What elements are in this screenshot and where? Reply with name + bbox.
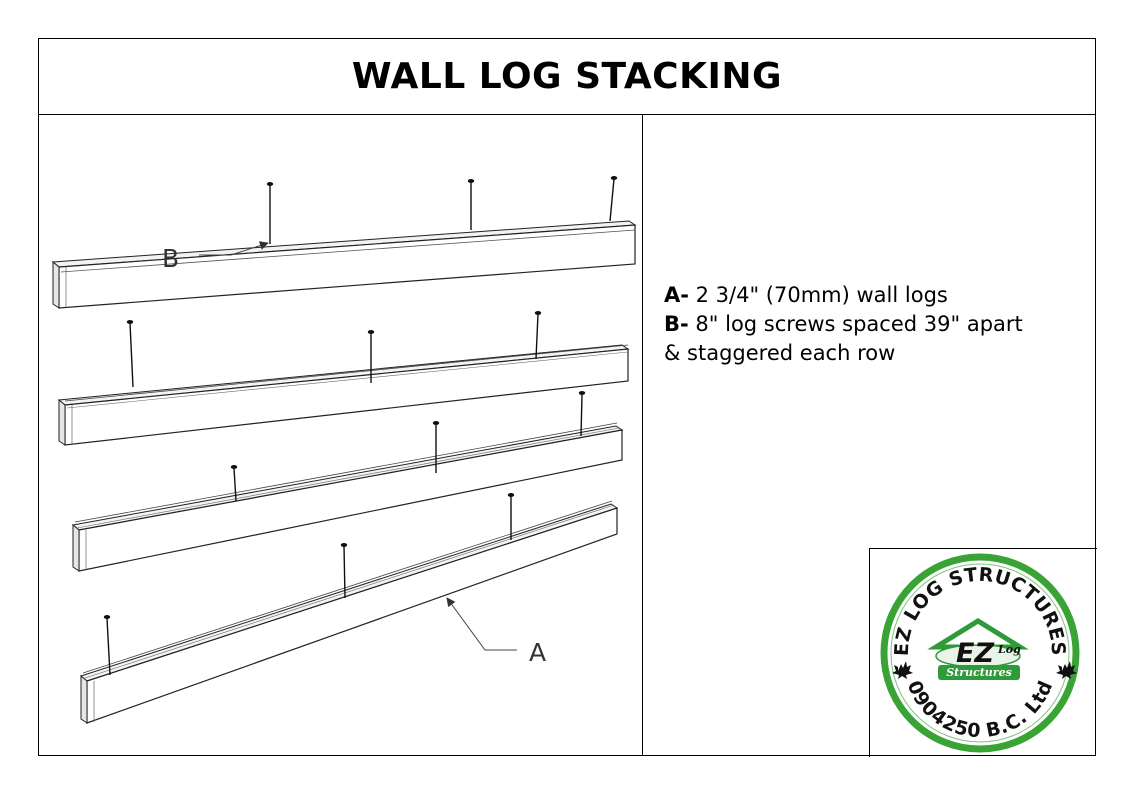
legend-key: A- (664, 283, 689, 307)
wall-log-2 (57, 344, 630, 446)
title-bar: WALL LOG STACKING (39, 39, 1095, 115)
log-screw (103, 615, 111, 676)
log-stack-illustration: B A (51, 176, 637, 724)
legend: A- 2 3/4" (70mm) wall logs B- 8" log scr… (664, 281, 1023, 368)
ez-emblem: EZ Log Structures (927, 618, 1029, 680)
log-screw (266, 181, 274, 244)
maple-leaf-icon (1056, 661, 1077, 679)
callout-label-a: A (529, 638, 546, 667)
wall-log-3 (71, 422, 624, 572)
legend-key: B- (664, 312, 689, 336)
seal-inner-ring (890, 563, 1070, 743)
emblem-log: Log (997, 643, 1021, 656)
log-screw (340, 543, 348, 599)
legend-text: 8" log screws spaced 39" apart (688, 312, 1023, 336)
emblem-structures: Structures (946, 666, 1012, 679)
legend-item-b-continued: & staggered each row (664, 339, 1023, 368)
legend-item-b: B- 8" log screws spaced 39" apart (664, 310, 1023, 339)
log-screw (367, 329, 375, 383)
log-screw (507, 493, 515, 540)
drawing-frame: WALL LOG STACKING (38, 38, 1097, 757)
callout-label-b: B (162, 244, 179, 273)
drawing-panel: B A (39, 115, 643, 756)
log-screw (432, 421, 440, 473)
legend-text: & staggered each row (664, 341, 896, 365)
log-screw (578, 391, 586, 437)
company-logo-box: EZ LOG STRUCTURES 0904250 B.C. Ltd EZ Lo… (869, 548, 1097, 757)
log-screw (126, 319, 134, 388)
log-screw (609, 176, 618, 222)
page-title: WALL LOG STACKING (351, 56, 783, 97)
legend-text: 2 3/4" (70mm) wall logs (688, 283, 948, 307)
wall-log-1 (51, 220, 637, 309)
log-screw (534, 310, 542, 360)
legend-item-a: A- 2 3/4" (70mm) wall logs (664, 281, 1023, 310)
log-screws (103, 176, 618, 676)
company-seal-logo: EZ LOG STRUCTURES 0904250 B.C. Ltd EZ Lo… (880, 553, 1080, 753)
emblem-banner (938, 665, 1020, 680)
log-screw (230, 465, 238, 502)
callout-leaders (199, 241, 517, 651)
log-screw (467, 178, 475, 230)
callout-a-leader (446, 597, 517, 651)
callout-b-leader (199, 241, 269, 256)
emblem-ez: EZ (956, 638, 994, 669)
maple-leaf-icon (892, 661, 913, 679)
wall-log-4 (79, 500, 619, 724)
